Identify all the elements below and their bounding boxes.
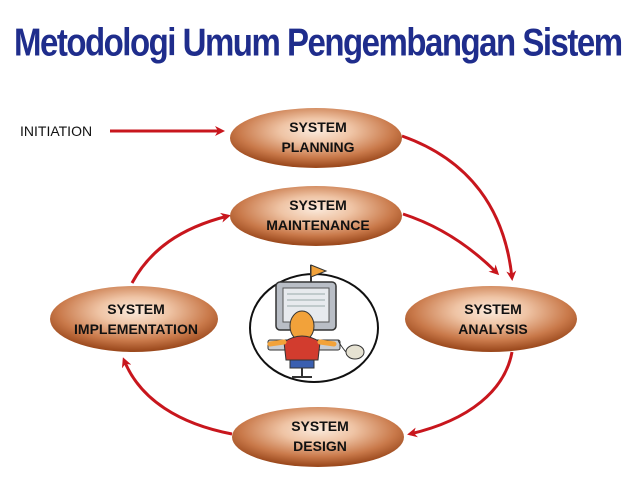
node-implementation-line2: IMPLEMENTATION [74,321,198,337]
arrow-implementation-to-maintenance [130,212,231,284]
node-planning-line2: PLANNING [281,139,354,155]
node-planning-line1: SYSTEM [289,119,347,135]
node-implementation-line1: SYSTEM [107,301,165,317]
node-design-line2: DESIGN [293,438,347,454]
arrow-planning-to-analysis [401,134,517,281]
arrow-design-to-implementation [121,357,233,436]
node-system-implementation: SYSTEM IMPLEMENTATION [50,286,218,352]
node-system-planning: SYSTEM PLANNING [230,108,402,168]
page-title: Metodologi Umum Pengembangan Sistem [14,20,623,64]
initiation-label: INITIATION [20,123,92,139]
node-system-analysis: SYSTEM ANALYSIS [405,286,577,352]
node-maintenance-line1: SYSTEM [289,197,347,213]
node-system-design: SYSTEM DESIGN [232,407,404,467]
node-analysis-line2: ANALYSIS [458,321,528,337]
arrow-analysis-to-design [407,351,514,438]
arrow-maintenance-to-analysis [402,212,500,276]
node-maintenance-line2: MAINTENANCE [266,217,369,233]
person-at-computer-icon [249,264,379,383]
node-system-maintenance: SYSTEM MAINTENANCE [230,186,402,246]
node-analysis-line1: SYSTEM [464,301,522,317]
node-design-line1: SYSTEM [291,418,349,434]
